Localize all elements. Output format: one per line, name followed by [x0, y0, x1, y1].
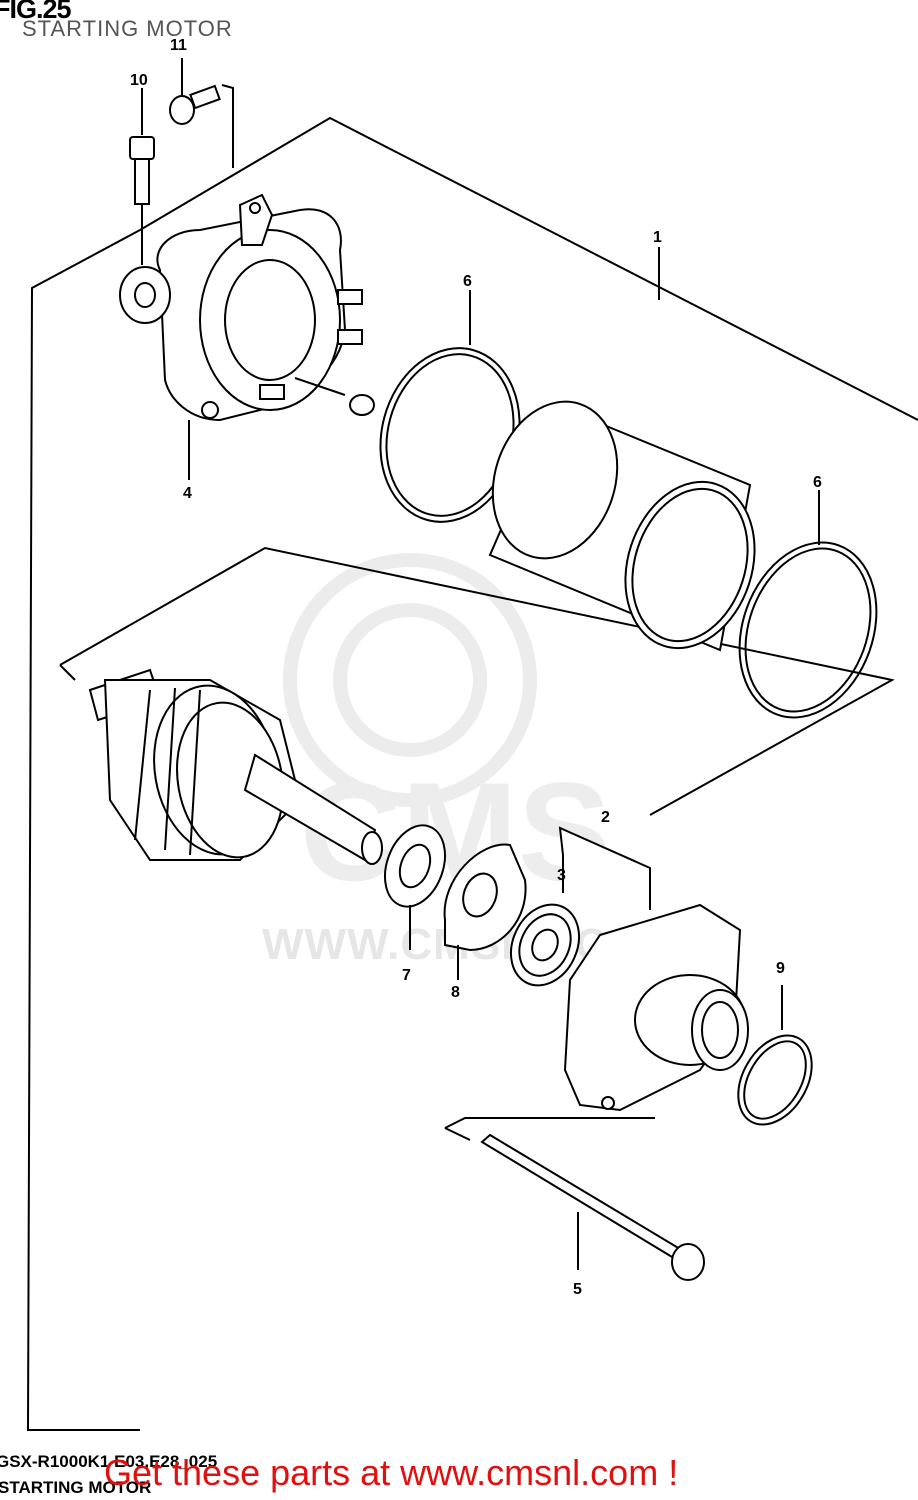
armature [88, 668, 383, 865]
callout-1: 1 [653, 229, 662, 246]
o-ring-part-9 [737, 985, 813, 1126]
callout-9: 9 [776, 960, 785, 977]
callout-10: 10 [130, 72, 148, 89]
yoke-housing [488, 400, 756, 652]
front-bracket-part-2 [563, 903, 749, 1112]
assembly-frame [139, 116, 918, 421]
bearing-part-3 [509, 826, 651, 987]
bolt-part-10 [129, 136, 155, 265]
footer-model-code: GSX-R1000K1 E03,E28_025 [0, 1452, 218, 1471]
figure-title: FIG.25 [0, 0, 72, 24]
bracket-screw [294, 377, 375, 416]
callout-4: 4 [183, 485, 192, 502]
callout-2: 2 [601, 809, 610, 826]
rear-bracket-part [119, 193, 363, 422]
callout-5: 5 [573, 1281, 582, 1298]
callout-7: 7 [402, 967, 411, 984]
callout-6-lower: 6 [813, 474, 822, 491]
callout-6-upper: 6 [463, 273, 472, 290]
callout-11: 11 [170, 37, 187, 54]
through-bolt-part-5 [480, 1133, 705, 1281]
figure-subtitle: STARTING MOTOR [22, 16, 233, 41]
screw-part-11 [169, 84, 234, 168]
footer-section-name: STARTING MOTOR [0, 1478, 152, 1497]
lock-washer-part-8 [443, 843, 527, 980]
o-ring-lower [738, 541, 878, 719]
washer-part-7 [384, 824, 446, 950]
callout-3: 3 [557, 867, 566, 884]
get-parts-link[interactable]: Get these parts at www.cmsnl.com ! [104, 1452, 679, 1493]
armature-frame [59, 546, 895, 816]
callout-8: 8 [451, 984, 460, 1001]
